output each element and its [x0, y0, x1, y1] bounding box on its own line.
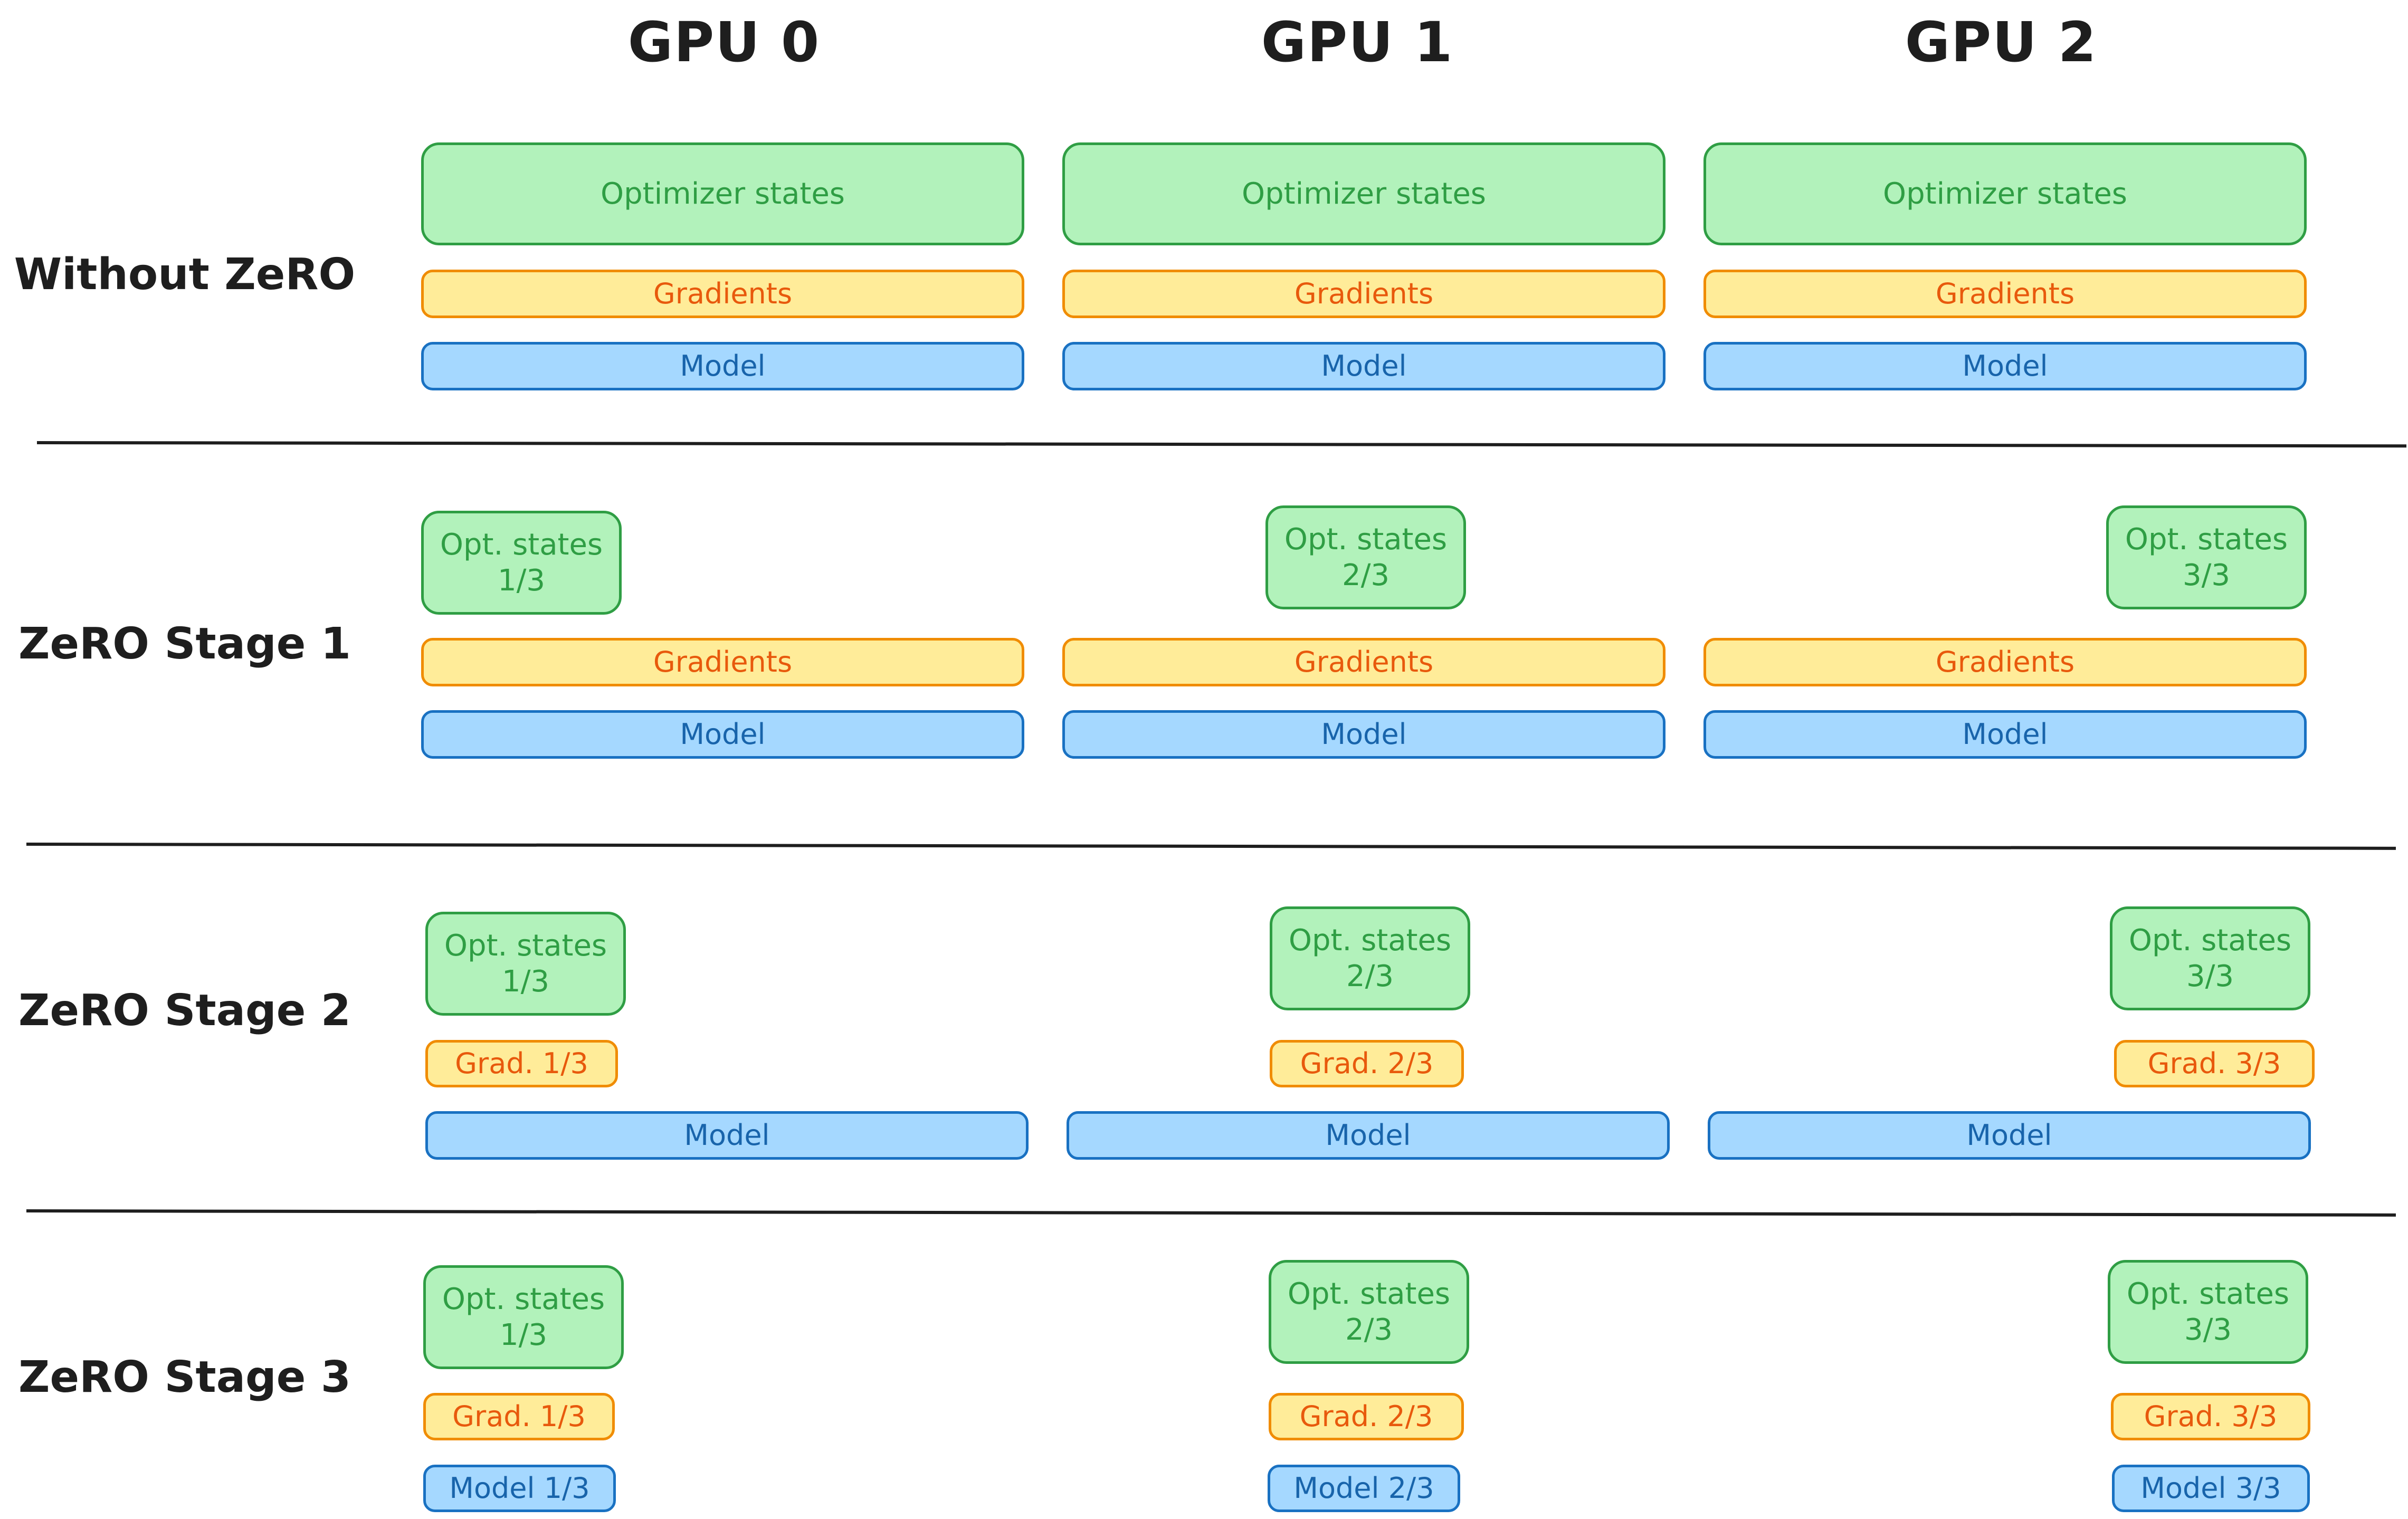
model-box: Model — [1062, 710, 1665, 759]
gradients-shard-box: Grad. 2/3 — [1269, 1393, 1464, 1440]
gradients-box: Gradients — [1062, 638, 1665, 686]
separator-1 — [36, 441, 2407, 448]
separator-3 — [26, 1209, 2396, 1217]
optimizer-states-box: Optimizer states — [1703, 142, 2307, 245]
model-box: Model — [1703, 342, 2307, 390]
optimizer-states-shard-box: Opt. states 1/3 — [425, 912, 626, 1016]
gpu-2-header: GPU 2 — [1905, 10, 2098, 74]
row-label-zero-stage-3: ZeRO Stage 3 — [18, 1352, 351, 1402]
gradients-shard-box: Grad. 1/3 — [425, 1040, 618, 1087]
model-box: Model — [421, 710, 1024, 759]
model-shard-box: Model 1/3 — [423, 1465, 616, 1512]
gpu-1-header: GPU 1 — [1261, 10, 1454, 74]
model-box: Model — [1703, 710, 2307, 759]
row-label-zero-stage-2: ZeRO Stage 2 — [18, 985, 351, 1036]
model-box: Model — [421, 342, 1024, 390]
model-shard-box: Model 2/3 — [1268, 1465, 1460, 1512]
gradients-shard-box: Grad. 1/3 — [423, 1393, 615, 1440]
model-box: Model — [425, 1111, 1029, 1160]
optimizer-states-shard-box: Opt. states 2/3 — [1265, 505, 1466, 609]
gradients-box: Gradients — [421, 270, 1024, 318]
model-shard-box: Model 3/3 — [2112, 1465, 2310, 1512]
model-box: Model — [1062, 342, 1665, 390]
optimizer-states-box: Optimizer states — [1062, 142, 1665, 245]
gradients-box: Gradients — [1703, 270, 2307, 318]
row-label-without-zero: Without ZeRO — [14, 249, 356, 300]
optimizer-states-shard-box: Opt. states 3/3 — [2110, 906, 2310, 1010]
gradients-shard-box: Grad. 2/3 — [1270, 1040, 1464, 1087]
gradients-box: Gradients — [421, 638, 1024, 686]
optimizer-states-shard-box: Opt. states 3/3 — [2106, 505, 2307, 609]
model-box: Model — [1708, 1111, 2311, 1160]
gradients-shard-box: Grad. 3/3 — [2111, 1393, 2310, 1440]
gradients-shard-box: Grad. 3/3 — [2114, 1040, 2315, 1087]
model-box: Model — [1067, 1111, 1670, 1160]
separator-2 — [26, 843, 2396, 850]
optimizer-states-box: Optimizer states — [421, 142, 1024, 245]
optimizer-states-shard-box: Opt. states 2/3 — [1269, 1260, 1469, 1364]
row-label-zero-stage-1: ZeRO Stage 1 — [18, 618, 351, 669]
gpu-0-header: GPU 0 — [627, 10, 821, 74]
optimizer-states-shard-box: Opt. states 3/3 — [2108, 1260, 2308, 1364]
optimizer-states-shard-box: Opt. states 1/3 — [421, 511, 622, 615]
gradients-box: Gradients — [1062, 270, 1665, 318]
optimizer-states-shard-box: Opt. states 1/3 — [423, 1265, 624, 1369]
gradients-box: Gradients — [1703, 638, 2307, 686]
optimizer-states-shard-box: Opt. states 2/3 — [1270, 906, 1470, 1010]
